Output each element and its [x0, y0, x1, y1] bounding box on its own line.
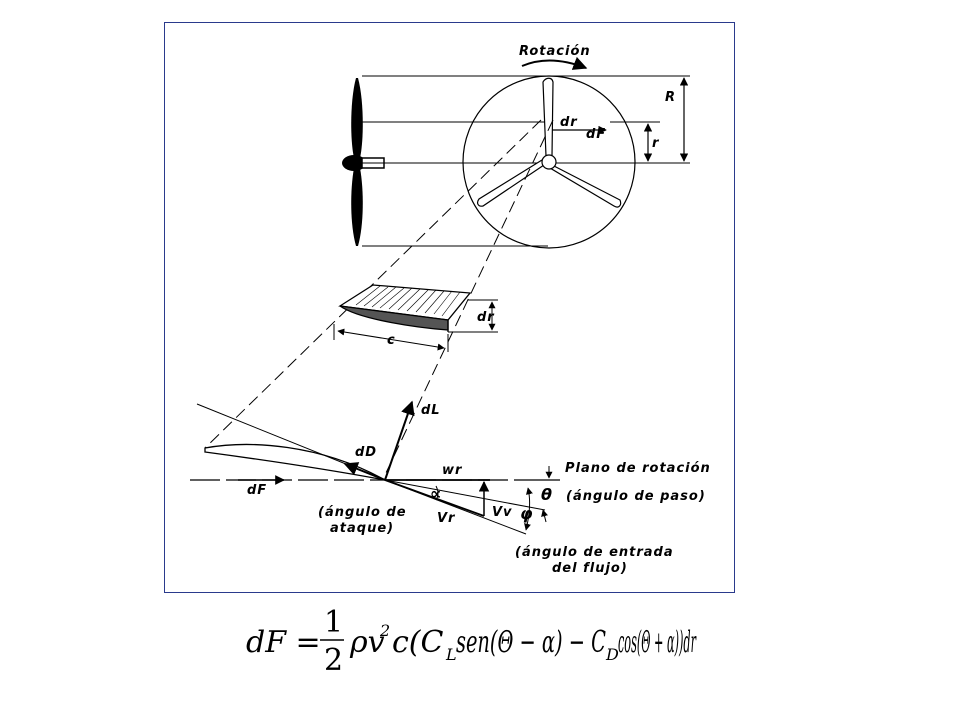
- equation-numerator: 1: [324, 608, 343, 640]
- equation-cos-term: cos(Θ + α))dr: [618, 625, 697, 660]
- radius-dimensions: [643, 77, 689, 162]
- plane-of-rotation-label: Plano de rotación: [565, 461, 711, 476]
- inflow-angle-label-1: (ángulo de entrada: [515, 545, 674, 560]
- dr-blade-label: dr: [477, 310, 495, 325]
- big-R-label: R: [665, 90, 676, 105]
- chord-label: c: [387, 333, 396, 348]
- side-view-rotor-icon: [342, 78, 385, 246]
- phi-symbol: φ: [520, 504, 534, 523]
- equation-sub-D: D: [605, 645, 619, 664]
- Vr-label: Vr: [437, 511, 456, 526]
- front-view-rotor-icon: [462, 75, 636, 249]
- diagram-frame: [164, 22, 735, 593]
- dr-top-label: dr: [560, 115, 578, 130]
- wr-label: wr: [442, 463, 463, 478]
- attack-angle-label-2: ataque): [330, 521, 394, 536]
- projection-lines: [362, 75, 690, 247]
- blade-dimensions: [333, 299, 498, 352]
- rotation-label: Rotación: [519, 44, 591, 59]
- equation-denominator: 2: [324, 643, 343, 676]
- force-equation: dF = 1 2 ρv 2 c(C L sen(Θ − α) − C D cos…: [246, 608, 697, 676]
- attack-angle-label-1: (ángulo de: [318, 505, 407, 520]
- dL-label: dL: [421, 403, 441, 418]
- alpha-symbol: ∝: [430, 484, 442, 503]
- force-velocity-lines: [190, 400, 560, 535]
- equation-square: 2: [379, 621, 390, 640]
- dD-label: dD: [355, 445, 377, 460]
- equation-sub-L: L: [445, 645, 457, 664]
- equation-lhs: dF =: [246, 625, 321, 660]
- equation-rho-v: ρv: [349, 625, 385, 660]
- dF-top-label: dF: [586, 127, 606, 142]
- equation-sen-term: sen(Θ − α) − C: [456, 625, 606, 660]
- inflow-angle-label-2: del flujo): [552, 561, 628, 576]
- theta-symbol: θ: [541, 485, 553, 504]
- rotation-arrow: [521, 56, 588, 70]
- equation-c-CL: c(C: [392, 625, 444, 660]
- small-r-label: r: [652, 136, 660, 151]
- pitch-angle-label: (ángulo de paso): [566, 489, 706, 504]
- blade-element-icon: [338, 284, 472, 332]
- Vv-label: Vv: [492, 505, 513, 520]
- dF-bottom-label: dF: [247, 483, 267, 498]
